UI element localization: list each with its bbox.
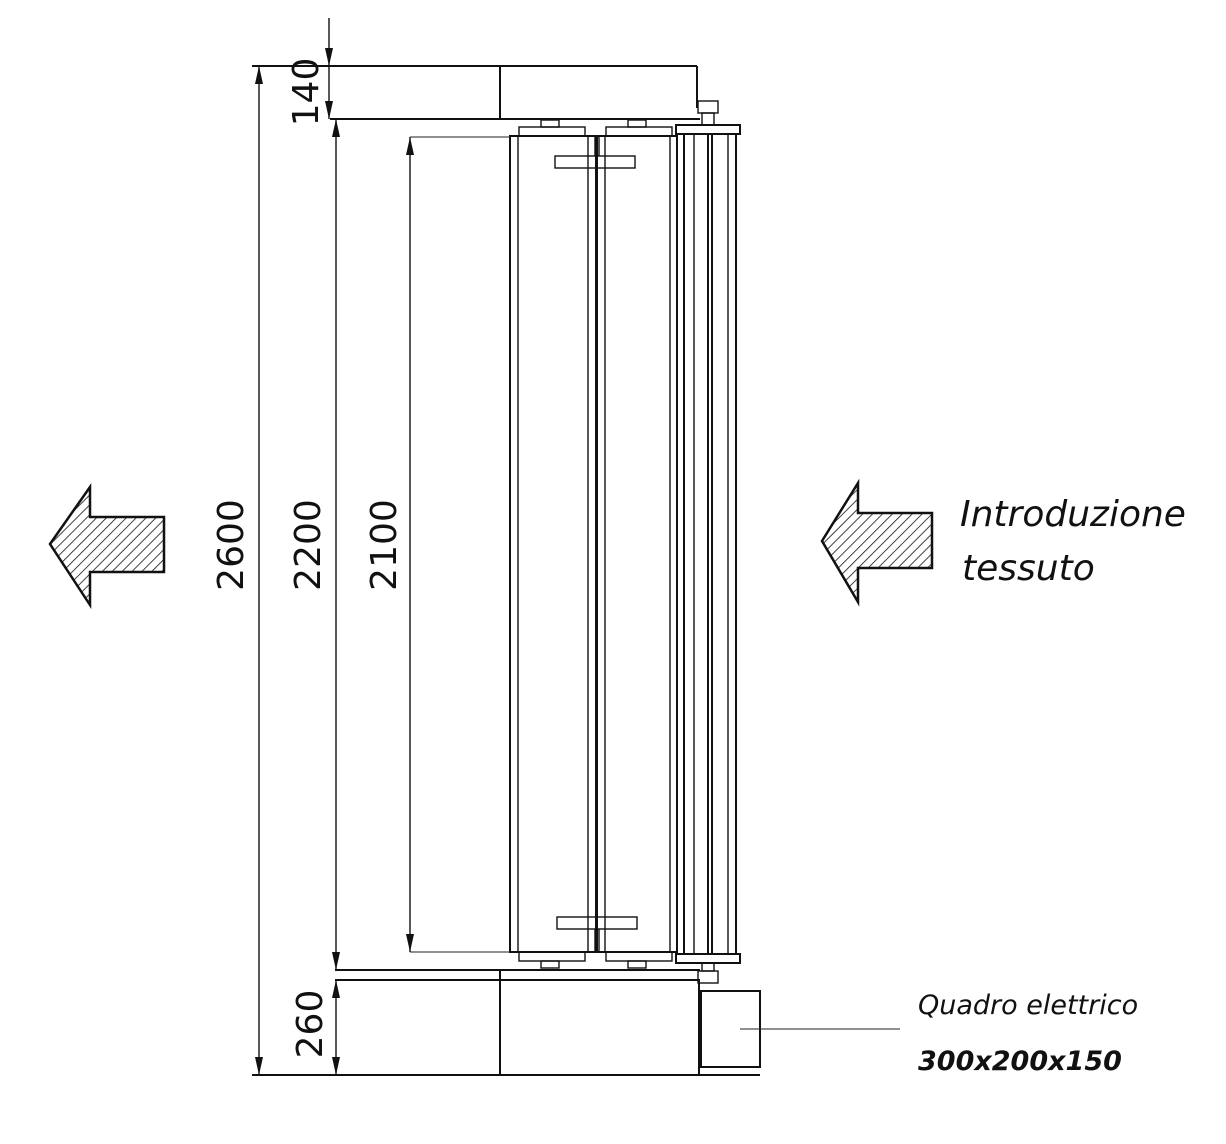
dimension-260 [332, 980, 340, 1075]
electrical-panel-box [700, 990, 900, 1068]
dimension-2200 [332, 119, 340, 970]
intro-label-line2: tessuto [962, 548, 1095, 589]
dimension-2600 [255, 66, 263, 1075]
dimension-2200-label: 2200 [288, 499, 329, 591]
roller-right [675, 100, 741, 984]
intro-label-line1: Introduzione [960, 494, 1186, 535]
entry-arrow-icon [820, 478, 934, 607]
panel-size-label: 300x200x150 [918, 1046, 1122, 1077]
shaft-bracket-top [554, 136, 636, 169]
roller-middle [596, 119, 678, 969]
dimension-2600-label: 2600 [211, 499, 252, 591]
dimension-140 [325, 18, 333, 119]
shaft-bracket-bottom [556, 916, 638, 952]
dimension-260-label: 260 [290, 990, 331, 1059]
dimension-140-label: 140 [286, 58, 327, 127]
panel-title-label: Quadro elettrico [918, 990, 1138, 1021]
dimension-2100-label: 2100 [364, 499, 405, 591]
roller-left [509, 119, 597, 969]
dimension-2100 [406, 136, 510, 953]
exit-arrow-icon [48, 483, 166, 610]
